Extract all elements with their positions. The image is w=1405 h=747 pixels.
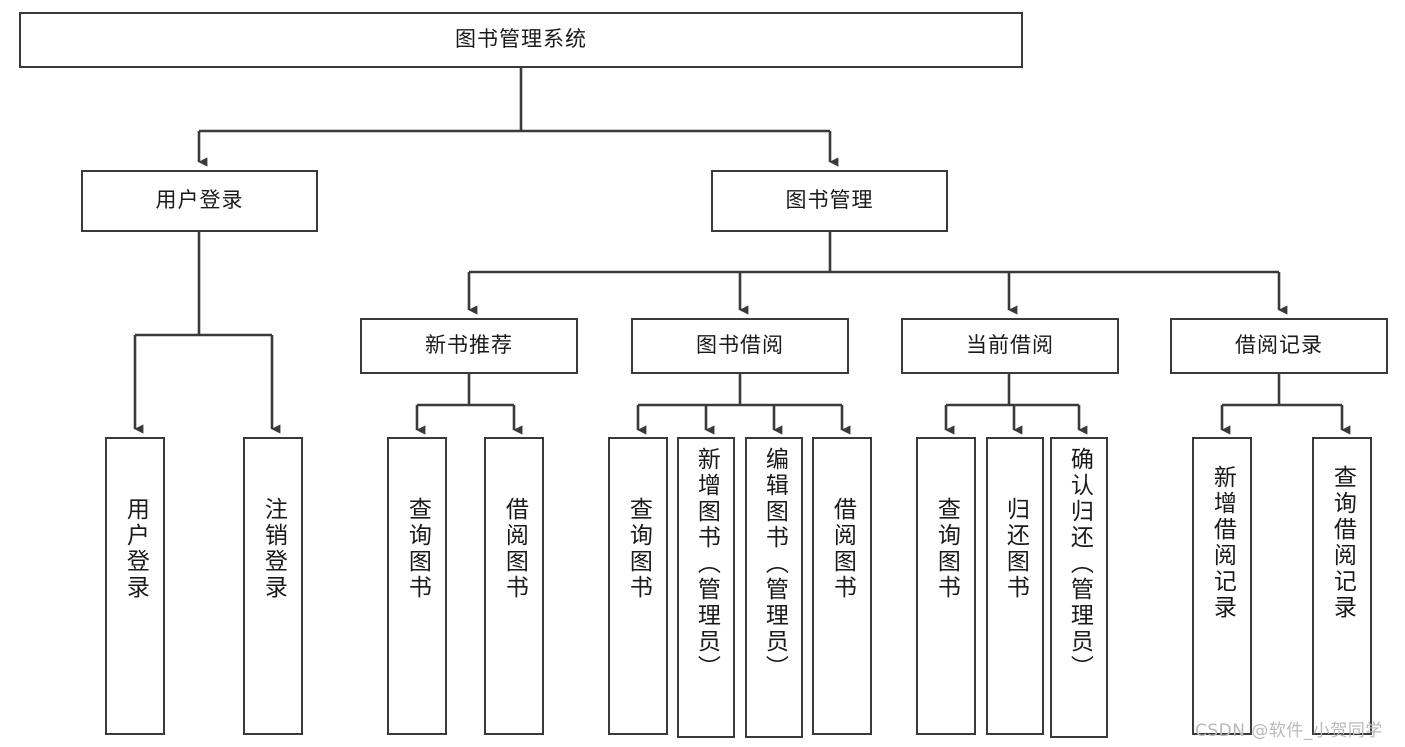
leaf-return-book[interactable]: 归还图书 [986,437,1044,735]
node-label: 新增借阅记录 [1209,465,1236,621]
node-label: 当前借阅 [966,333,1054,358]
node-current-borrow[interactable]: 当前借阅 [901,318,1119,374]
node-label: 图书管理 [785,188,874,213]
node-label: 查询图书 [933,497,960,601]
edges-root-to-level1 [197,68,839,167]
node-label: 新增图书（管理员） [693,447,720,681]
watermark-text: CSDN @软件_小贺同学 [1195,721,1383,741]
leaf-add-borrow-record[interactable]: 新增借阅记录 [1192,437,1252,735]
leaf-add-book-admin[interactable]: 新增图书（管理员） [677,437,735,738]
node-book-management[interactable]: 图书管理 [711,170,948,232]
node-label: 图书管理系统 [455,27,587,52]
node-borrow-record[interactable]: 借阅记录 [1170,318,1388,374]
node-user-login[interactable]: 用户登录 [81,170,318,232]
node-label: 借阅图书 [829,497,856,601]
node-label: 注销登录 [260,497,287,601]
leaf-query-book-recommend[interactable]: 查询图书 [387,437,447,735]
leaf-confirm-return-admin[interactable]: 确认归还（管理员） [1050,437,1108,738]
node-label: 确认归还（管理员） [1066,447,1093,681]
node-label: 查询图书 [625,497,652,601]
node-label: 查询图书 [404,497,431,601]
node-label: 借阅记录 [1235,333,1323,358]
node-root-system[interactable]: 图书管理系统 [19,12,1023,68]
node-label: 编辑图书（管理员） [761,447,788,681]
leaf-borrow-book-recommend[interactable]: 借阅图书 [484,437,544,735]
leaf-query-book-current[interactable]: 查询图书 [916,437,976,735]
leaf-query-borrow-record[interactable]: 查询借阅记录 [1312,437,1372,735]
node-label: 图书借阅 [696,333,784,358]
leaf-user-login[interactable]: 用户登录 [105,437,165,735]
node-label: 新书推荐 [425,333,513,358]
edges-newbook-to-leaves [415,374,523,435]
edges-record-to-leaves [1220,374,1351,435]
node-label: 用户登录 [122,497,149,601]
leaf-edit-book-admin[interactable]: 编辑图书（管理员） [745,437,803,738]
edges-current-to-leaves [944,374,1088,435]
edges-bookmgmt-to-level2 [467,232,1288,315]
node-label: 归还图书 [1002,497,1029,601]
leaf-borrow-book[interactable]: 借阅图书 [812,437,872,735]
edges-userlogin-to-leaves [133,232,281,434]
edges-borrow-to-leaves [636,374,851,435]
node-label: 查询借阅记录 [1329,465,1356,621]
node-new-book-recommend[interactable]: 新书推荐 [360,318,578,374]
node-label: 借阅图书 [501,497,528,601]
leaf-logout[interactable]: 注销登录 [243,437,303,735]
node-label: 用户登录 [155,188,244,213]
leaf-query-book-borrow[interactable]: 查询图书 [608,437,668,735]
node-book-borrow[interactable]: 图书借阅 [631,318,849,374]
